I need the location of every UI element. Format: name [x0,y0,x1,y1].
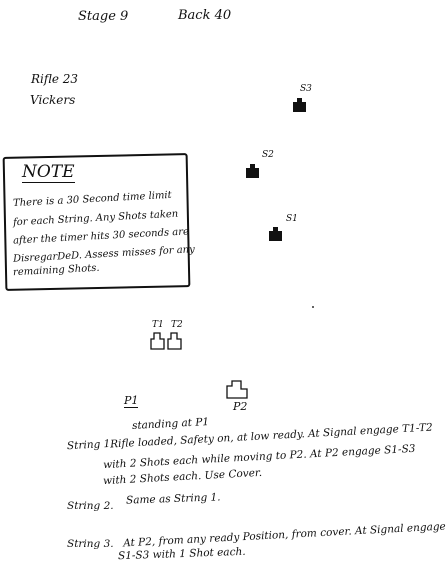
target-s2-label: S2 [262,150,274,160]
steel-target-s2-icon [246,164,259,178]
steel-target-s3-icon [293,98,306,112]
stray-mark-icon [312,306,314,308]
string-3-line-1: At P2, from any ready Position, from cov… [122,520,446,550]
rifle-number: Rifle 23 [31,72,79,86]
target-s3-label: S3 [300,84,312,94]
paper-target-t1-icon [150,332,165,350]
standing-note: standing at P1 [131,415,210,433]
barricade-p2-icon [226,380,248,399]
target-t1-label: T1 [152,320,164,330]
position-p1-label: P1 [124,394,139,408]
string-3-label: String 3. [67,538,114,550]
string-1-line-3: with 2 Shots each. Use Cover. [102,466,263,488]
steel-target-s1-icon [269,227,282,241]
string-1-label: String 1. [66,437,114,453]
target-t2-label: T2 [171,320,183,330]
string-3-line-2: S1-S3 with 1 Shot each. [117,545,246,563]
stage-label: Stage 9 [78,9,129,24]
position-p2-label: P2 [233,400,248,413]
string-2-text: Same as String 1. [125,491,221,507]
paper-target-t2-icon [167,332,182,350]
string-2-label: String 2. [67,500,114,512]
rifle-location: Vickers [30,93,76,107]
target-s1-label: S1 [286,214,298,224]
note-title: NOTE [22,162,75,183]
back-label: Back 40 [178,8,232,23]
